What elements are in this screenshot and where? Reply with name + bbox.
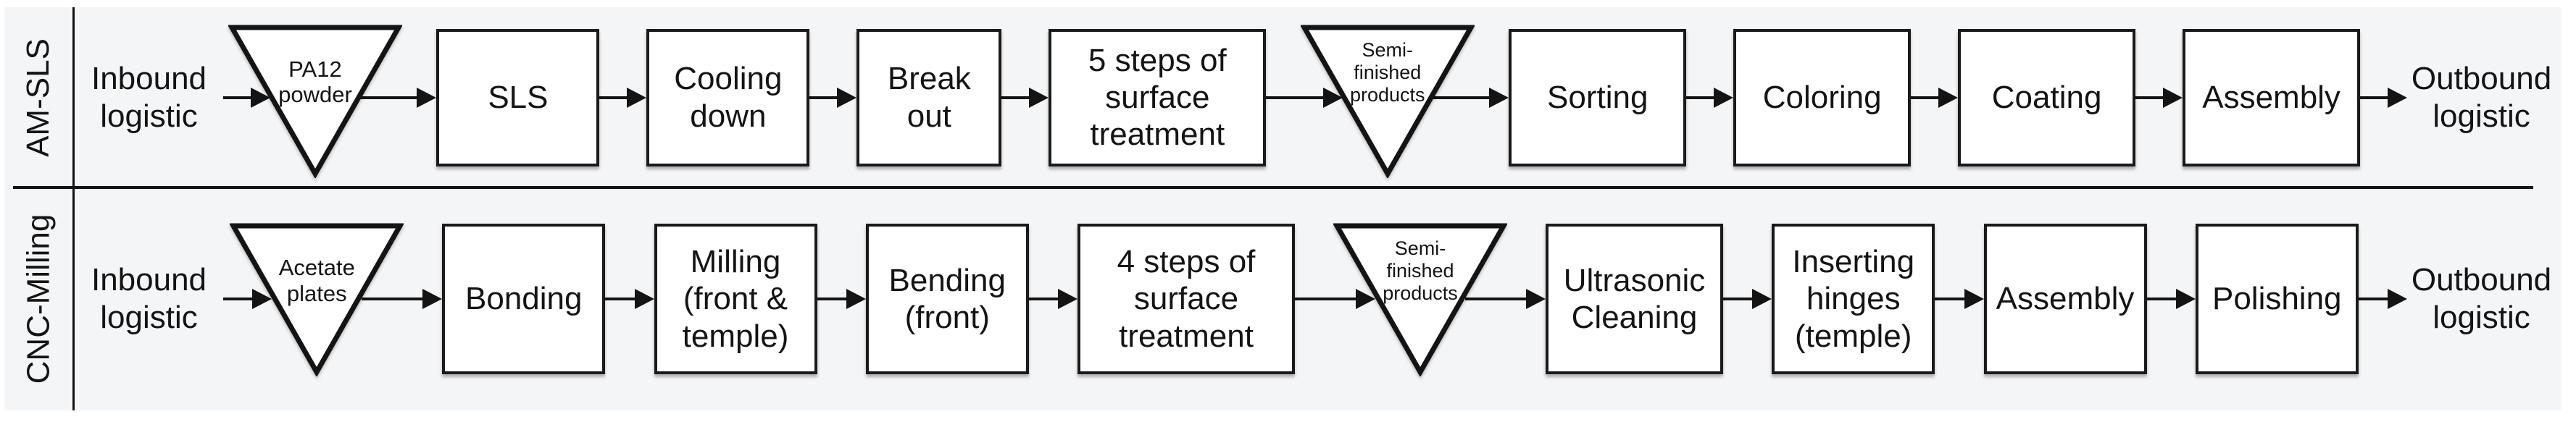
- process-box-polishing: Polishing: [2195, 224, 2359, 374]
- flow-arrow: [2135, 88, 2183, 108]
- flow-arrow: [223, 289, 272, 309]
- inbound-logistic-label: Inbound logistic: [91, 60, 207, 134]
- outbound-logistic-label: Outbound logistic: [2411, 60, 2552, 134]
- figure-panel: AM-SLS Inbound logistic PA12 powder SLS …: [4, 7, 2562, 410]
- outbound-logistic-label: Outbound logistic: [2411, 262, 2552, 335]
- flow-arrow: [1723, 289, 1772, 309]
- flow-arrow: [1028, 289, 1077, 309]
- inventory-triangle-semi-finished-top: Semi- finished products: [1300, 23, 1475, 178]
- process-box-surface-treatment-5: 5 steps of surface treatment: [1049, 28, 1267, 166]
- process-box-assembly-bottom: Assembly: [1983, 224, 2147, 374]
- flow-arrow: [1686, 88, 1733, 108]
- inverted-triangle-icon: [230, 223, 404, 376]
- flow-arrow: [1465, 289, 1546, 309]
- flow-arrow: [809, 88, 856, 108]
- inverted-triangle-icon: [228, 25, 402, 178]
- process-box-surface-treatment-4: 4 steps of surface treatment: [1077, 224, 1295, 374]
- process-box-milling: Milling (front & temple): [654, 224, 817, 374]
- triangle-label: Acetate plates: [278, 255, 355, 306]
- process-box-ultrasonic-cleaning: Ultrasonic Cleaning: [1546, 224, 1723, 374]
- flow-arrow: [2360, 88, 2407, 108]
- flow-arrow: [605, 289, 654, 309]
- flow-arrow: [1432, 88, 1509, 108]
- flow-arrow: [1001, 88, 1049, 108]
- flow-arrow: [599, 88, 646, 108]
- process-box-inserting-hinges: Inserting hinges (temple): [1772, 224, 1935, 374]
- flow-arrow: [817, 289, 866, 309]
- inverted-triangle-icon: [1333, 223, 1507, 376]
- process-box-sls: SLS: [436, 28, 600, 166]
- triangle-label: Semi- finished products: [1349, 38, 1425, 106]
- process-box-coloring: Coloring: [1733, 28, 1912, 166]
- process-box-sorting: Sorting: [1509, 28, 1687, 166]
- process-box-break-out: Break out: [856, 28, 1002, 166]
- flow-arrow: [1295, 289, 1375, 309]
- row-label-cnc-milling: CNC-Milling: [20, 214, 56, 384]
- process-box-bending: Bending (front): [865, 224, 1029, 374]
- process-box-bonding: Bonding: [442, 224, 606, 374]
- process-box-assembly-top: Assembly: [2183, 28, 2361, 166]
- process-box-coating: Coating: [1958, 28, 2136, 166]
- flow-arrow: [1911, 88, 1958, 108]
- inbound-logistic-label: Inbound logistic: [91, 262, 207, 335]
- row-am-sls: AM-SLS Inbound logistic PA12 powder SLS …: [4, 7, 2562, 187]
- flow-arrow: [2358, 289, 2407, 309]
- flow-arrow: [1266, 88, 1342, 108]
- inventory-triangle-semi-finished-bottom: Semi- finished products: [1333, 221, 1507, 376]
- flow-arrow: [223, 88, 270, 108]
- row-cnc-milling: CNC-Milling Inbound logistic Acetate pla…: [4, 187, 2562, 410]
- inverted-triangle-icon: [1300, 25, 1475, 178]
- row-label-am-sls: AM-SLS: [20, 38, 57, 157]
- row-gutter-am-sls: AM-SLS: [4, 7, 75, 187]
- process-box-cooling-down: Cooling down: [646, 28, 810, 166]
- inventory-triangle-pa12-powder: PA12 powder: [228, 23, 402, 178]
- row-divider: [13, 186, 2533, 189]
- row-gutter-cnc-milling: CNC-Milling: [4, 187, 75, 410]
- flow-arrow: [359, 88, 436, 108]
- triangle-label: PA12 powder: [278, 56, 352, 108]
- inventory-triangle-acetate-plates: Acetate plates: [230, 221, 404, 376]
- flow-arrow: [1935, 289, 1983, 309]
- flow-arrow: [362, 289, 442, 309]
- flow-arrow: [2146, 289, 2196, 309]
- triangle-label: Semi- finished products: [1383, 237, 1458, 305]
